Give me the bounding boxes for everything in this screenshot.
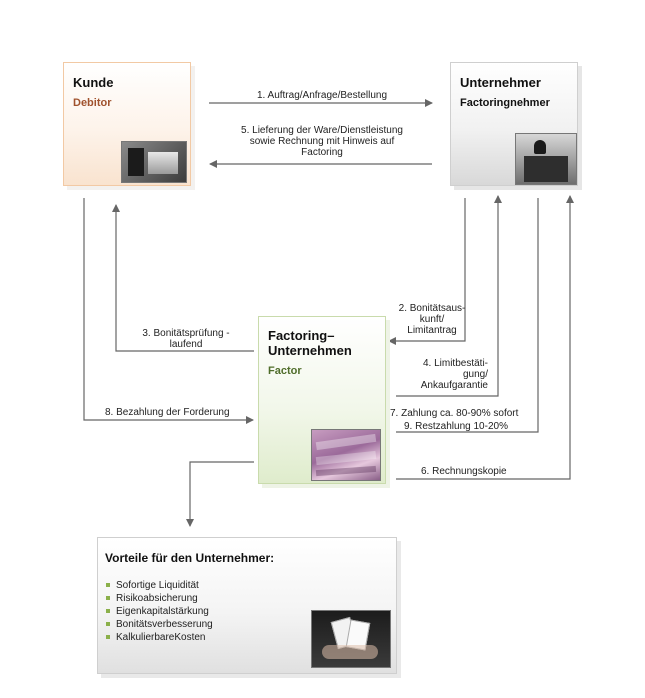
- list-item: KalkulierbareKosten: [104, 631, 213, 644]
- arrow-8: [83, 198, 254, 424]
- kunde-title: Kunde: [73, 75, 114, 90]
- list-item: Eigenkapitalstärkung: [104, 605, 213, 618]
- factor-box: Factoring– Unternehmen Factor: [258, 316, 386, 484]
- list-item: Sofortige Liquidität: [104, 579, 213, 592]
- flow-label-2: 2. Bonitätsaus- kunft/ Limitantrag: [398, 303, 466, 336]
- arrow-3: [112, 204, 254, 352]
- factor-subtitle: Factor: [268, 365, 302, 377]
- factor-title-line2: Unternehmen: [268, 343, 352, 358]
- flow-label-9: 9. Restzahlung 10-20%: [404, 421, 508, 432]
- kunde-subtitle: Debitor: [73, 97, 112, 109]
- arrow-6: [396, 195, 574, 480]
- unternehmer-image: [515, 133, 577, 185]
- flow-label-3: 3. Bonitätsprüfung - laufend: [142, 328, 230, 350]
- list-item: Bonitätsverbesserung: [104, 618, 213, 631]
- flow-label-1: 1. Auftrag/Anfrage/Bestellung: [256, 90, 388, 101]
- vorteile-title: Vorteile für den Unternehmer:: [105, 551, 275, 565]
- list-item: Risikoabsicherung: [104, 592, 213, 605]
- unternehmer-subtitle: Factoringnehmer: [460, 97, 550, 109]
- vorteile-cards-image: [311, 610, 391, 668]
- flow-label-6: 6. Rechnungskopie: [421, 466, 507, 477]
- arrow-2: [388, 198, 466, 345]
- flow-label-8: 8. Bezahlung der Forderung: [105, 407, 230, 418]
- flow-label-5: 5. Lieferung der Ware/Dienstleistung sow…: [241, 125, 403, 158]
- factor-title: Factoring– Unternehmen: [268, 328, 352, 358]
- factor-money-image: [311, 429, 381, 481]
- kunde-image: [121, 141, 187, 183]
- arrow-7-9: [396, 198, 539, 433]
- vorteile-list: Sofortige Liquidität Risikoabsicherung E…: [104, 579, 213, 644]
- arrow-vorteile: [186, 461, 254, 527]
- kunde-box: Kunde Debitor: [63, 62, 191, 186]
- flow-label-7: 7. Zahlung ca. 80-90% sofort: [390, 408, 519, 419]
- arrow-4: [396, 195, 502, 397]
- unternehmer-box: Unternehmer Factoringnehmer: [450, 62, 578, 186]
- vorteile-box: Vorteile für den Unternehmer: Sofortige …: [97, 537, 397, 674]
- unternehmer-title: Unternehmer: [460, 75, 541, 90]
- flow-label-4: 4. Limitbestäti- gung/ Ankaufgarantie: [420, 358, 488, 391]
- factor-title-line1: Factoring–: [268, 328, 335, 343]
